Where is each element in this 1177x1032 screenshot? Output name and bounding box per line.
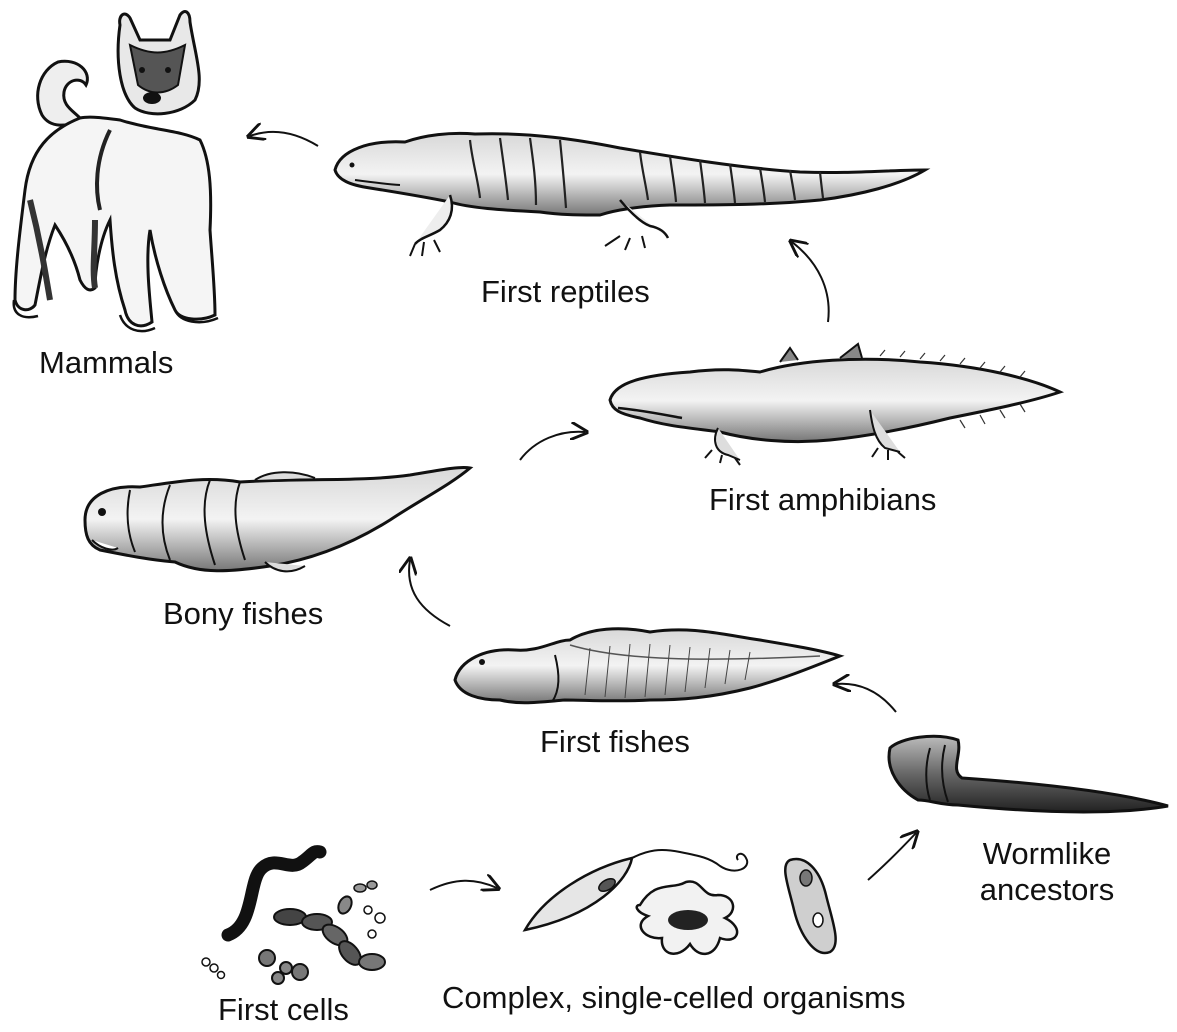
label-wormlike-line-2: ancestors (962, 872, 1132, 908)
label-mammals: Mammals (39, 345, 173, 381)
complex-single-celled-illustration (525, 850, 836, 954)
arrow-first-cells-to-complex (430, 881, 497, 890)
first-reptiles-illustration (335, 133, 925, 256)
bony-fishes-illustration (85, 467, 470, 571)
first-cells-illustration (202, 852, 385, 984)
first-fishes-illustration (455, 629, 840, 703)
label-first-cells: First cells (218, 992, 349, 1028)
arrow-amphibians-to-reptiles (792, 242, 829, 322)
label-wormlike-line-1: Wormlike (962, 836, 1132, 872)
label-first-amphibians: First amphibians (709, 482, 936, 518)
label-bony-fishes: Bony fishes (163, 596, 323, 632)
label-wormlike-ancestors: Wormlike ancestors (962, 836, 1132, 908)
arrow-reptiles-to-mammals (250, 132, 318, 146)
arrow-bony-fishes-to-amphibians (520, 432, 585, 460)
arrow-complex-to-wormlike (868, 833, 916, 880)
mammals-illustration (14, 11, 218, 331)
label-first-reptiles: First reptiles (481, 274, 650, 310)
arrow-wormlike-to-first-fishes (836, 684, 896, 712)
arrow-first-fishes-to-bony-fishes (409, 560, 450, 626)
first-amphibians-illustration (610, 344, 1060, 465)
label-first-fishes: First fishes (540, 724, 690, 760)
label-complex-single-celled-organisms: Complex, single-celled organisms (442, 980, 905, 1016)
wormlike-illustration (889, 736, 1168, 812)
